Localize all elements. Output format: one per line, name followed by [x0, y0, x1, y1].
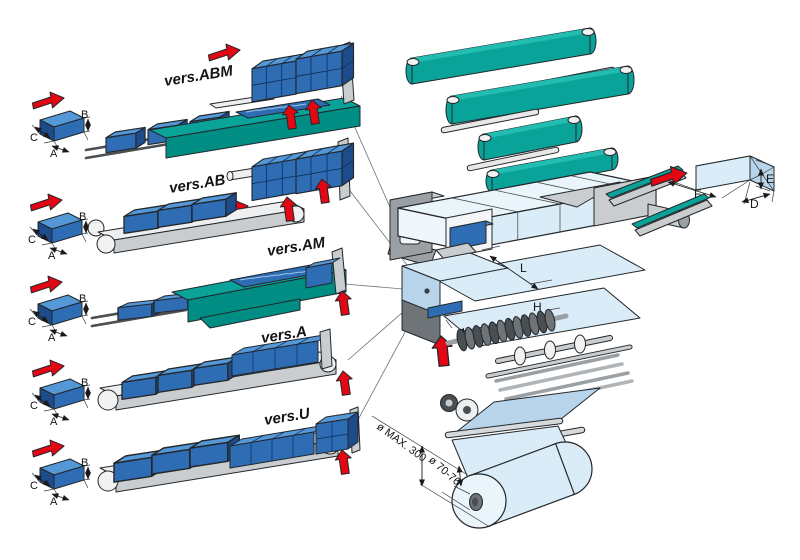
wrapped-package: F E D [648, 155, 775, 211]
dim-b-label: B [79, 211, 86, 223]
dim-f-label: F [694, 187, 701, 201]
discharge-belt-cascade [405, 27, 635, 193]
am-conveyor-body [171, 247, 347, 329]
film-reel [451, 441, 593, 529]
am-infeed-chain [90, 291, 199, 328]
infeed-reference-point [424, 288, 430, 294]
cascade-belt-3 [466, 115, 583, 172]
film-unwind-group: ø MAX. 300 ø 70-76 [371, 308, 634, 529]
reel-core-diameter-label: ø 70-76 [426, 454, 462, 488]
cascade-belt-2 [440, 65, 635, 134]
film-width-dimension: L [481, 245, 553, 290]
dim-a-label: A [50, 148, 58, 160]
dim-a-label: A [50, 416, 58, 428]
abm-stacked-packs [251, 41, 355, 105]
dim-a-label: A [48, 332, 56, 344]
version-a-label: vers.A [260, 323, 308, 347]
collar-roller [485, 334, 633, 379]
reel-max-diameter-label: ø MAX. 300 [374, 421, 428, 465]
version-abm: vers.ABM B C A [30, 41, 361, 160]
unwind-pulley [440, 394, 479, 422]
version-a: vers.A B C A [30, 323, 355, 428]
lift-arrow-icon [334, 369, 355, 397]
product-icon-am: B C A [28, 274, 88, 344]
u-grouped-packs [229, 406, 361, 469]
dim-l-label: L [520, 261, 527, 275]
version-am-label: vers.AM [266, 234, 327, 260]
version-ab-label: vers.AB [168, 171, 227, 197]
dim-b-label: B [81, 457, 88, 469]
dim-a-label: A [48, 250, 56, 262]
dim-a-label: A [50, 496, 58, 508]
version-am: vers.AM B C A [28, 234, 354, 344]
forming-box [401, 252, 509, 346]
dim-c-label: C [30, 400, 38, 412]
version-u-label: vers.U [263, 405, 312, 429]
product-icon-a: B C A [30, 358, 90, 428]
version-abm-label: vers.ABM [163, 62, 234, 90]
cascade-belt-4 [485, 147, 619, 193]
corrugated-roller [445, 308, 569, 352]
dim-c-label: C [30, 480, 38, 492]
package-dimensions: F E D [667, 159, 775, 211]
dim-c-label: C [30, 132, 38, 144]
ab-stacked-packs [226, 137, 355, 202]
ab-belt-conveyor [87, 192, 305, 254]
dim-c-label: C [28, 316, 36, 328]
dim-h-label: H [533, 300, 542, 314]
dim-b-label: B [81, 377, 88, 389]
dim-e-label: E [766, 172, 774, 186]
dim-d-label: D [750, 197, 759, 211]
version-u: vers.U B C A [30, 405, 361, 508]
dim-b-label: B [79, 293, 86, 305]
dim-b-label: B [81, 109, 88, 121]
version-ab: vers.AB B C A [28, 137, 355, 262]
dim-c-label: C [28, 234, 36, 246]
flow-arrow-icon [206, 41, 242, 64]
product-icon-abm: B C A [30, 90, 90, 160]
product-icon-u: B C A [30, 438, 90, 508]
product-icon-ab: B C A [28, 192, 88, 262]
a-grouped-packs [231, 328, 333, 377]
